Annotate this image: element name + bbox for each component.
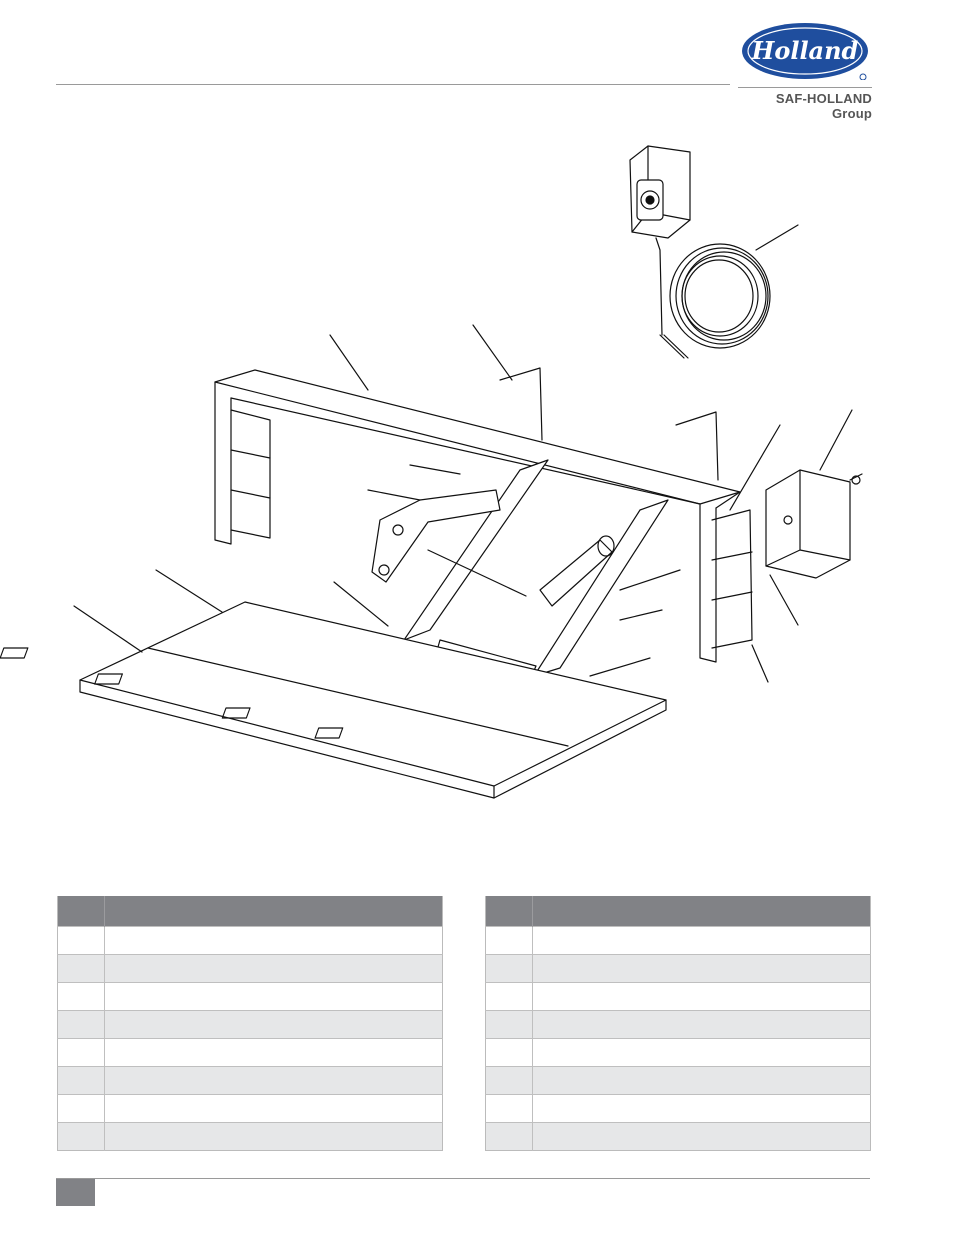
svg-text:Holland: Holland	[751, 36, 859, 65]
liftgate-assembly-illustration	[0, 145, 863, 799]
header-divider	[56, 84, 730, 85]
footer-divider	[56, 1178, 870, 1179]
platform-icon	[0, 569, 667, 799]
cylinder-icon	[333, 424, 799, 683]
parts-table-right	[485, 896, 871, 1151]
pendant-control-icon	[629, 145, 691, 359]
table-row	[57, 926, 443, 955]
coiled-cable-icon	[669, 224, 799, 349]
brand-logo: Holland SAF-HOLLAND Group	[738, 22, 872, 121]
table-row	[57, 954, 443, 983]
table-row	[485, 1066, 871, 1095]
frame-icon	[214, 324, 753, 663]
holland-logo-icon: Holland	[742, 23, 868, 80]
table-row	[485, 982, 871, 1011]
table-row	[485, 1010, 871, 1039]
table-row	[485, 1094, 871, 1123]
table-header-row	[57, 896, 443, 927]
table-row	[57, 1038, 443, 1067]
page-number-box	[56, 1179, 95, 1206]
table-row	[57, 1010, 443, 1039]
pump-box-icon	[765, 409, 863, 579]
table-row	[57, 1066, 443, 1095]
table-row	[485, 1038, 871, 1067]
table-row	[57, 1094, 443, 1123]
brand-group-name: SAF-HOLLAND Group	[738, 87, 872, 121]
parts-table-left	[57, 896, 443, 1151]
table-row	[485, 1122, 871, 1151]
table-row	[57, 982, 443, 1011]
table-row	[57, 1122, 443, 1151]
table-row	[485, 926, 871, 955]
table-row	[485, 954, 871, 983]
table-header-row	[485, 896, 871, 927]
